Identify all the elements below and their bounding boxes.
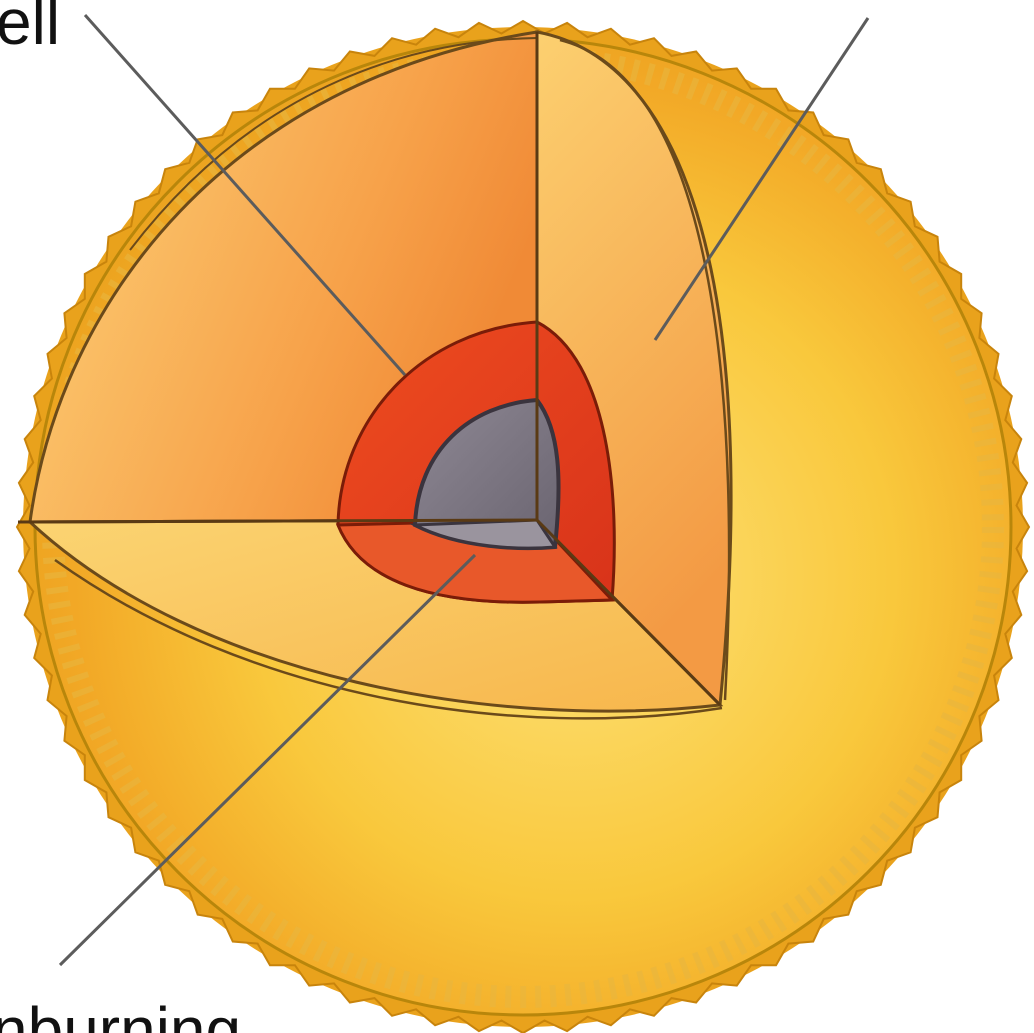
label-top-left: ell <box>0 0 60 58</box>
label-bottom-left: nburning <box>0 994 241 1033</box>
